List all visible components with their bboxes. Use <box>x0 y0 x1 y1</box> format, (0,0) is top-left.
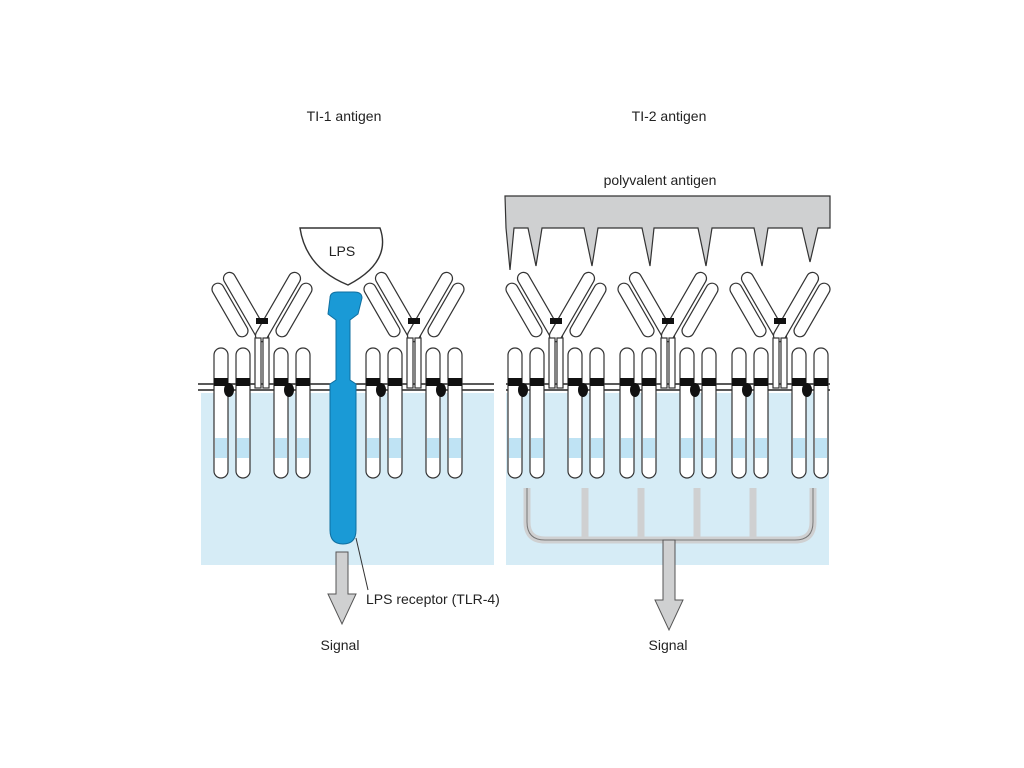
ti2-signal-branches <box>581 488 757 540</box>
ti1-signal-label: Signal <box>321 637 360 653</box>
ti2-signal-label: Signal <box>649 637 688 653</box>
lps-label: LPS <box>329 243 355 259</box>
ti1-title: TI-1 antigen <box>307 108 382 124</box>
ti2-title: TI-2 antigen <box>632 108 707 124</box>
ti2-panel: TI-2 antigen polyvalent antigen Signal <box>504 108 832 653</box>
ti2-cytoplasm <box>506 393 829 565</box>
tlr4-receptor <box>327 291 363 545</box>
ti2-signal-arrow <box>654 539 684 632</box>
receptor-leader-line <box>355 537 369 591</box>
ti1-panel: TI-1 antigen LPS Signal LPS receptor (TL… <box>198 108 500 653</box>
polyvalent-antigen <box>504 195 831 271</box>
tlr4-label: LPS receptor (TLR-4) <box>366 591 500 607</box>
lps-antigen <box>299 227 384 286</box>
polyvalent-antigen-label: polyvalent antigen <box>604 172 717 188</box>
ti1-signal-arrow <box>327 551 357 626</box>
